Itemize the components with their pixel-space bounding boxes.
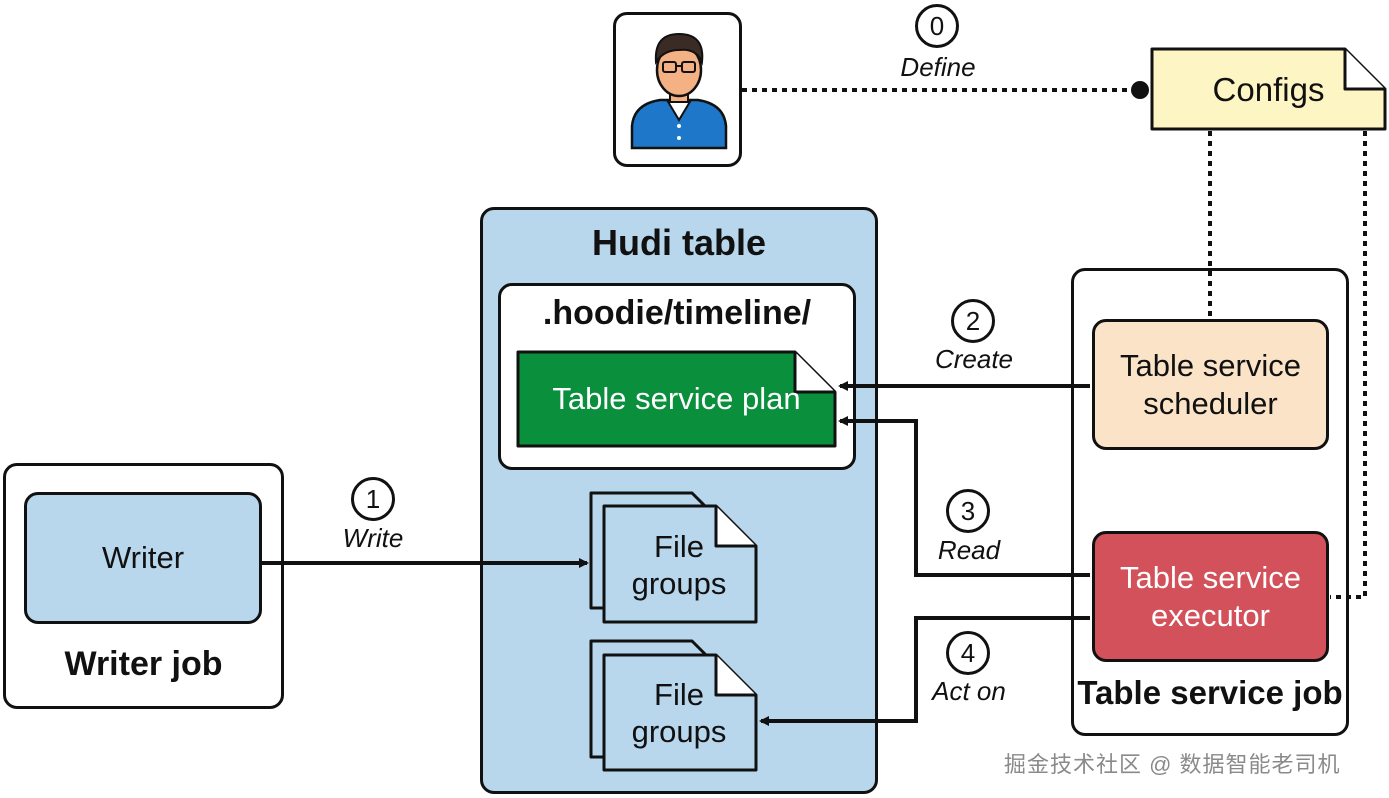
act-on-arrow (759, 616, 1090, 726)
step-3-number: 3 (946, 489, 990, 533)
table-service-scheduler-box: Table service scheduler (1092, 319, 1329, 450)
watermark-text: 掘金技术社区 @ 数据智能老司机 (1004, 752, 1341, 777)
step-0-number: 0 (915, 4, 959, 48)
timeline-title: .hoodie/timeline/ (542, 294, 812, 332)
step-1-number: 1 (351, 477, 395, 521)
writer-box: Writer (24, 492, 262, 624)
step-0-label: Define (900, 52, 976, 82)
table-service-executor-box: Table service executor (1092, 531, 1329, 662)
scheduler-line1: Table service (1120, 348, 1301, 384)
step-2-label: Create (934, 344, 1014, 374)
step-4-label: Act on (932, 676, 1006, 706)
table-service-job-title: Table service job (1077, 674, 1343, 711)
configs-label: Configs (1212, 71, 1325, 108)
file-groups-1-line1: File (654, 528, 704, 564)
file-groups-label-1: File groups (604, 520, 754, 610)
step-1-label: Write (342, 523, 404, 553)
step-2-number: 2 (951, 299, 995, 343)
file-groups-document-2 (589, 639, 758, 772)
file-groups-label-2: File groups (604, 668, 754, 758)
user-avatar-icon (630, 32, 728, 150)
read-arrow (838, 416, 1090, 577)
scheduler-line2: scheduler (1143, 385, 1278, 421)
step-4-number: 4 (946, 631, 990, 675)
table-service-plan-document (516, 350, 837, 448)
file-groups-document-1 (589, 491, 758, 624)
define-connector-end (1131, 81, 1149, 99)
executor-line1: Table service (1120, 560, 1301, 596)
writer-job-title: Writer job (64, 645, 223, 683)
table-service-plan-label: Table service plan (552, 381, 801, 416)
file-groups-1-line2: groups (631, 566, 727, 601)
executor-line2: executor (1151, 597, 1270, 633)
hudi-table-title: Hudi table (591, 222, 766, 263)
writer-label: Writer (101, 540, 185, 575)
configs-document (1150, 47, 1387, 131)
configs-executor-connector (1330, 131, 1367, 599)
file-groups-2-line1: File (654, 676, 704, 712)
step-3-label: Read (937, 535, 1001, 565)
file-groups-2-line2: groups (631, 714, 727, 749)
